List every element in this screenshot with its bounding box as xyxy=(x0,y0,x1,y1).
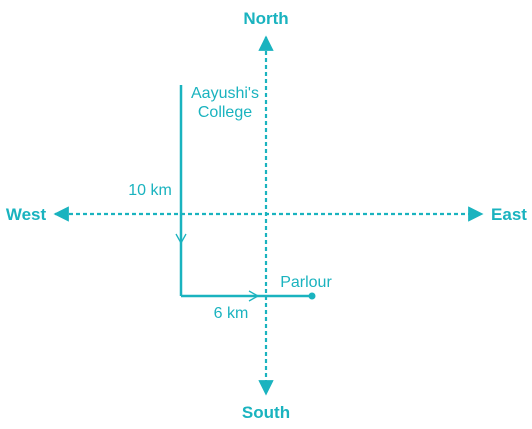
south-label: South xyxy=(242,403,290,422)
parlour-label: Parlour xyxy=(280,274,332,291)
college-label-line2: College xyxy=(198,104,252,121)
parlour-point xyxy=(308,292,316,300)
east-label: East xyxy=(491,205,527,224)
horizontal-distance-label: 6 km xyxy=(214,305,249,322)
vertical-distance-label: 10 km xyxy=(128,182,172,199)
east-direction-arrow xyxy=(248,290,260,302)
west-label: West xyxy=(6,205,47,224)
college-label-line1: Aayushi's xyxy=(191,85,259,102)
south-direction-arrow xyxy=(175,233,187,245)
north-label: North xyxy=(243,9,288,28)
